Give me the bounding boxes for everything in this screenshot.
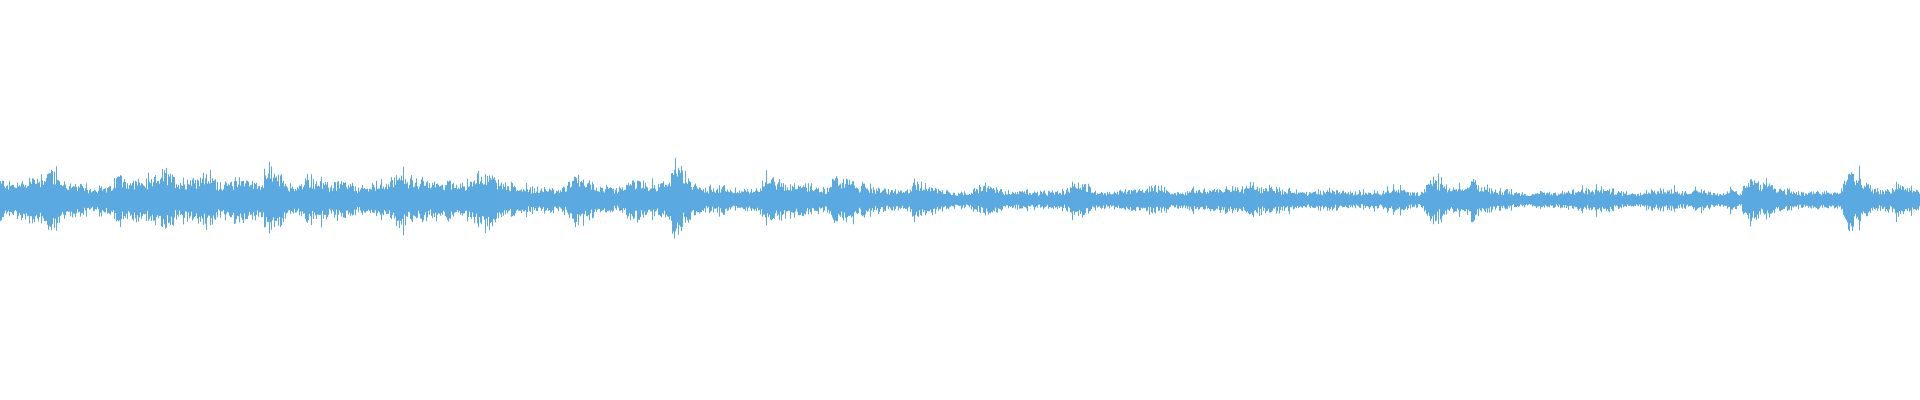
waveform-center-band bbox=[0, 196, 1920, 204]
